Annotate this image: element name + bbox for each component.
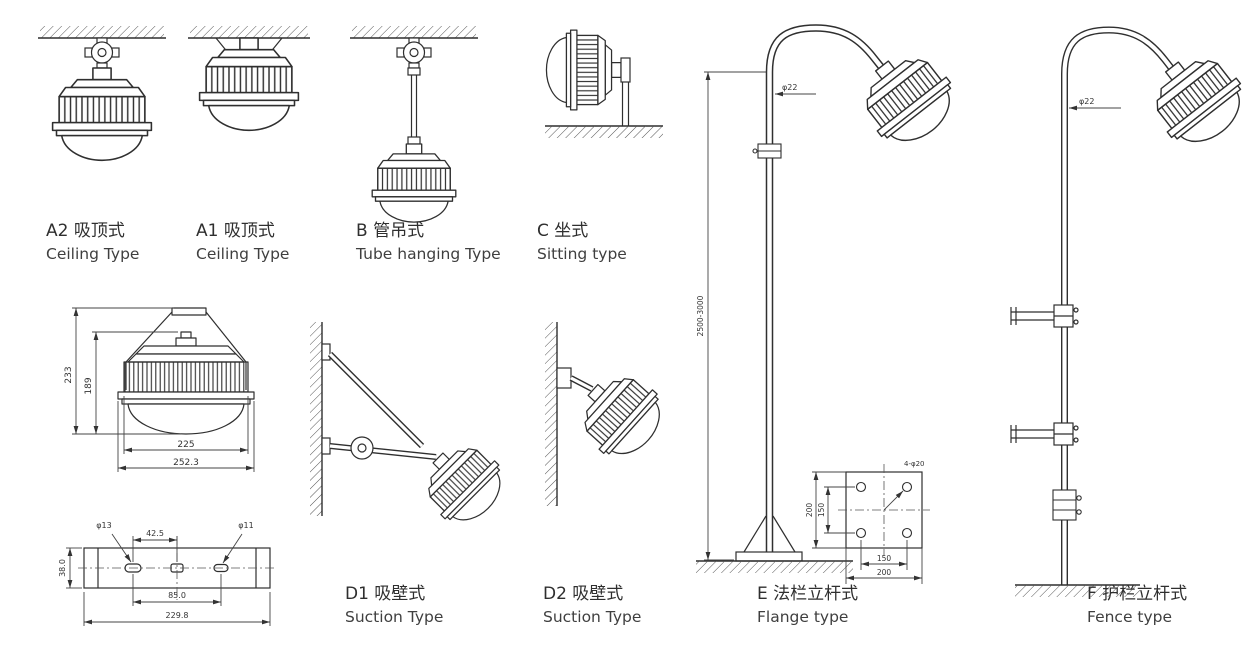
figure-d1 <box>296 316 516 536</box>
dim-tube-diameter: φ22 <box>782 83 797 92</box>
front-view-drawing: 233 189 225 252.3 <box>26 300 288 490</box>
figure-subtitle: Sitting type <box>537 244 627 263</box>
dim-plate-height: 38.0 <box>58 559 67 577</box>
dimension-lines <box>66 533 271 626</box>
wall-hatch <box>310 322 323 516</box>
figure-a2 <box>36 26 168 196</box>
e-drawing: 2500-3000 φ22 <box>696 24 968 584</box>
wall-bracket-drawing <box>556 367 572 389</box>
figure-d2 <box>533 316 698 516</box>
wall-hatch <box>545 322 558 506</box>
lamp-drawing <box>198 37 300 132</box>
pole-drawing <box>765 24 885 560</box>
d2-drawing <box>545 322 676 506</box>
flange-detail-drawing: 4-φ20 150 200 150 200 <box>805 460 930 584</box>
stand-post-drawing <box>620 57 631 126</box>
caption-a2: A2 吸顶式 Ceiling Type <box>46 220 139 265</box>
lamp-drawing <box>565 359 676 471</box>
figure-subtitle: Suction Type <box>543 607 642 626</box>
ground-hatch <box>545 125 663 138</box>
ground-hatch <box>1015 584 1140 597</box>
flange-base-drawing <box>696 515 853 573</box>
wall-mount-pads <box>321 343 331 455</box>
figure-title: E 法栏立杆式 <box>757 584 859 604</box>
lamp-drawing <box>545 29 622 111</box>
dim-hole-spacing-v: 150 <box>817 503 826 518</box>
lamp-drawing <box>1136 39 1251 159</box>
pole-base-clamp <box>1052 489 1082 521</box>
dim-overall-width: 252.3 <box>173 458 199 468</box>
figure-e: 2500-3000 φ22 <box>688 12 968 642</box>
ceiling-hatch <box>350 26 478 39</box>
figure-title: B 管吊式 <box>356 221 425 241</box>
caption-d2: D2 吸壁式 Suction Type <box>543 583 641 628</box>
figure-subtitle: Fence type <box>1087 607 1173 626</box>
centerlines <box>78 536 276 600</box>
a1-drawing <box>188 26 310 132</box>
junction-box-drawing <box>84 37 120 69</box>
figure-subtitle: Ceiling Type <box>196 244 290 263</box>
figure-title: D1 吸壁式 <box>345 584 426 604</box>
lamp-drawing <box>51 67 153 162</box>
figure-subtitle: Ceiling Type <box>46 244 140 263</box>
bottom-view-svg: φ13 42.5 φ11 38.0 85.0 229.8 <box>58 521 276 626</box>
dim-plate-height: 200 <box>805 503 814 518</box>
figure-f: φ22 <box>1005 12 1251 647</box>
dimension-lines <box>72 307 255 472</box>
dim-slot-offset: 42.5 <box>146 529 164 538</box>
junction-box-drawing <box>396 37 432 69</box>
dim-hole-spacing: 85.0 <box>168 591 186 600</box>
hanging-tube-drawing <box>407 67 421 145</box>
figure-subtitle: Tube hanging Type <box>356 244 501 263</box>
a2-drawing <box>38 26 166 162</box>
figure-subtitle: Flange type <box>757 607 849 626</box>
pole-height-dimension <box>704 71 766 561</box>
dim-right-hole: φ11 <box>238 521 253 530</box>
caption-a1: A1 吸顶式 Ceiling Type <box>196 220 289 265</box>
lamp-front-drawing <box>117 307 255 435</box>
figure-title: A1 吸顶式 <box>196 221 275 241</box>
dim-plate-width: 200 <box>877 568 892 577</box>
caption-f: F 护栏立杆式 Fence type <box>1087 583 1187 628</box>
figure-title: F 护栏立杆式 <box>1087 584 1188 604</box>
lamp-drawing <box>846 38 968 158</box>
dim-tube-diameter: φ22 <box>1079 97 1094 106</box>
bracket-arm-drawing <box>327 351 437 460</box>
ceiling-hatch <box>188 26 310 39</box>
dim-body-height: 189 <box>84 377 94 394</box>
figure-title: A2 吸顶式 <box>46 221 125 241</box>
fence-rail-bottom <box>1010 422 1079 446</box>
b-drawing <box>350 26 478 223</box>
fence-rail-top <box>1010 304 1079 328</box>
c-drawing <box>545 29 663 138</box>
d1-drawing <box>310 322 516 536</box>
figure-title: D2 吸壁式 <box>543 584 624 604</box>
f-drawing: φ22 <box>1010 26 1251 597</box>
lamp-drawing <box>371 143 457 223</box>
pole-drawing <box>1061 26 1175 585</box>
caption-d1: D1 吸壁式 Suction Type <box>345 583 443 628</box>
dim-left-hole: φ13 <box>96 521 111 530</box>
bottom-view-drawing: φ13 42.5 φ11 38.0 85.0 229.8 <box>52 496 308 648</box>
bracket-stub <box>569 375 594 392</box>
front-view-svg: 233 189 225 252.3 <box>64 307 255 472</box>
caption-e: E 法栏立杆式 Flange type <box>757 583 858 628</box>
figure-a1 <box>188 26 312 176</box>
figure-b <box>348 26 480 226</box>
caption-b: B 管吊式 Tube hanging Type <box>356 220 501 265</box>
lamp-drawing <box>410 430 516 536</box>
dim-pole-height: 2500-3000 <box>696 295 705 336</box>
dim-overall-width: 229.8 <box>166 611 189 620</box>
pole-clamp-drawing <box>752 143 782 159</box>
dim-hole-spacing-h: 150 <box>877 554 892 563</box>
figure-subtitle: Suction Type <box>345 607 444 626</box>
ceiling-hatch <box>38 26 166 39</box>
caption-c: C 坐式 Sitting type <box>537 220 627 265</box>
dim-overall-height: 233 <box>64 366 74 383</box>
dim-body-width: 225 <box>177 440 194 450</box>
dim-bolt-note: 4-φ20 <box>904 460 925 468</box>
figure-title: C 坐式 <box>537 221 589 241</box>
figure-c <box>533 26 665 144</box>
